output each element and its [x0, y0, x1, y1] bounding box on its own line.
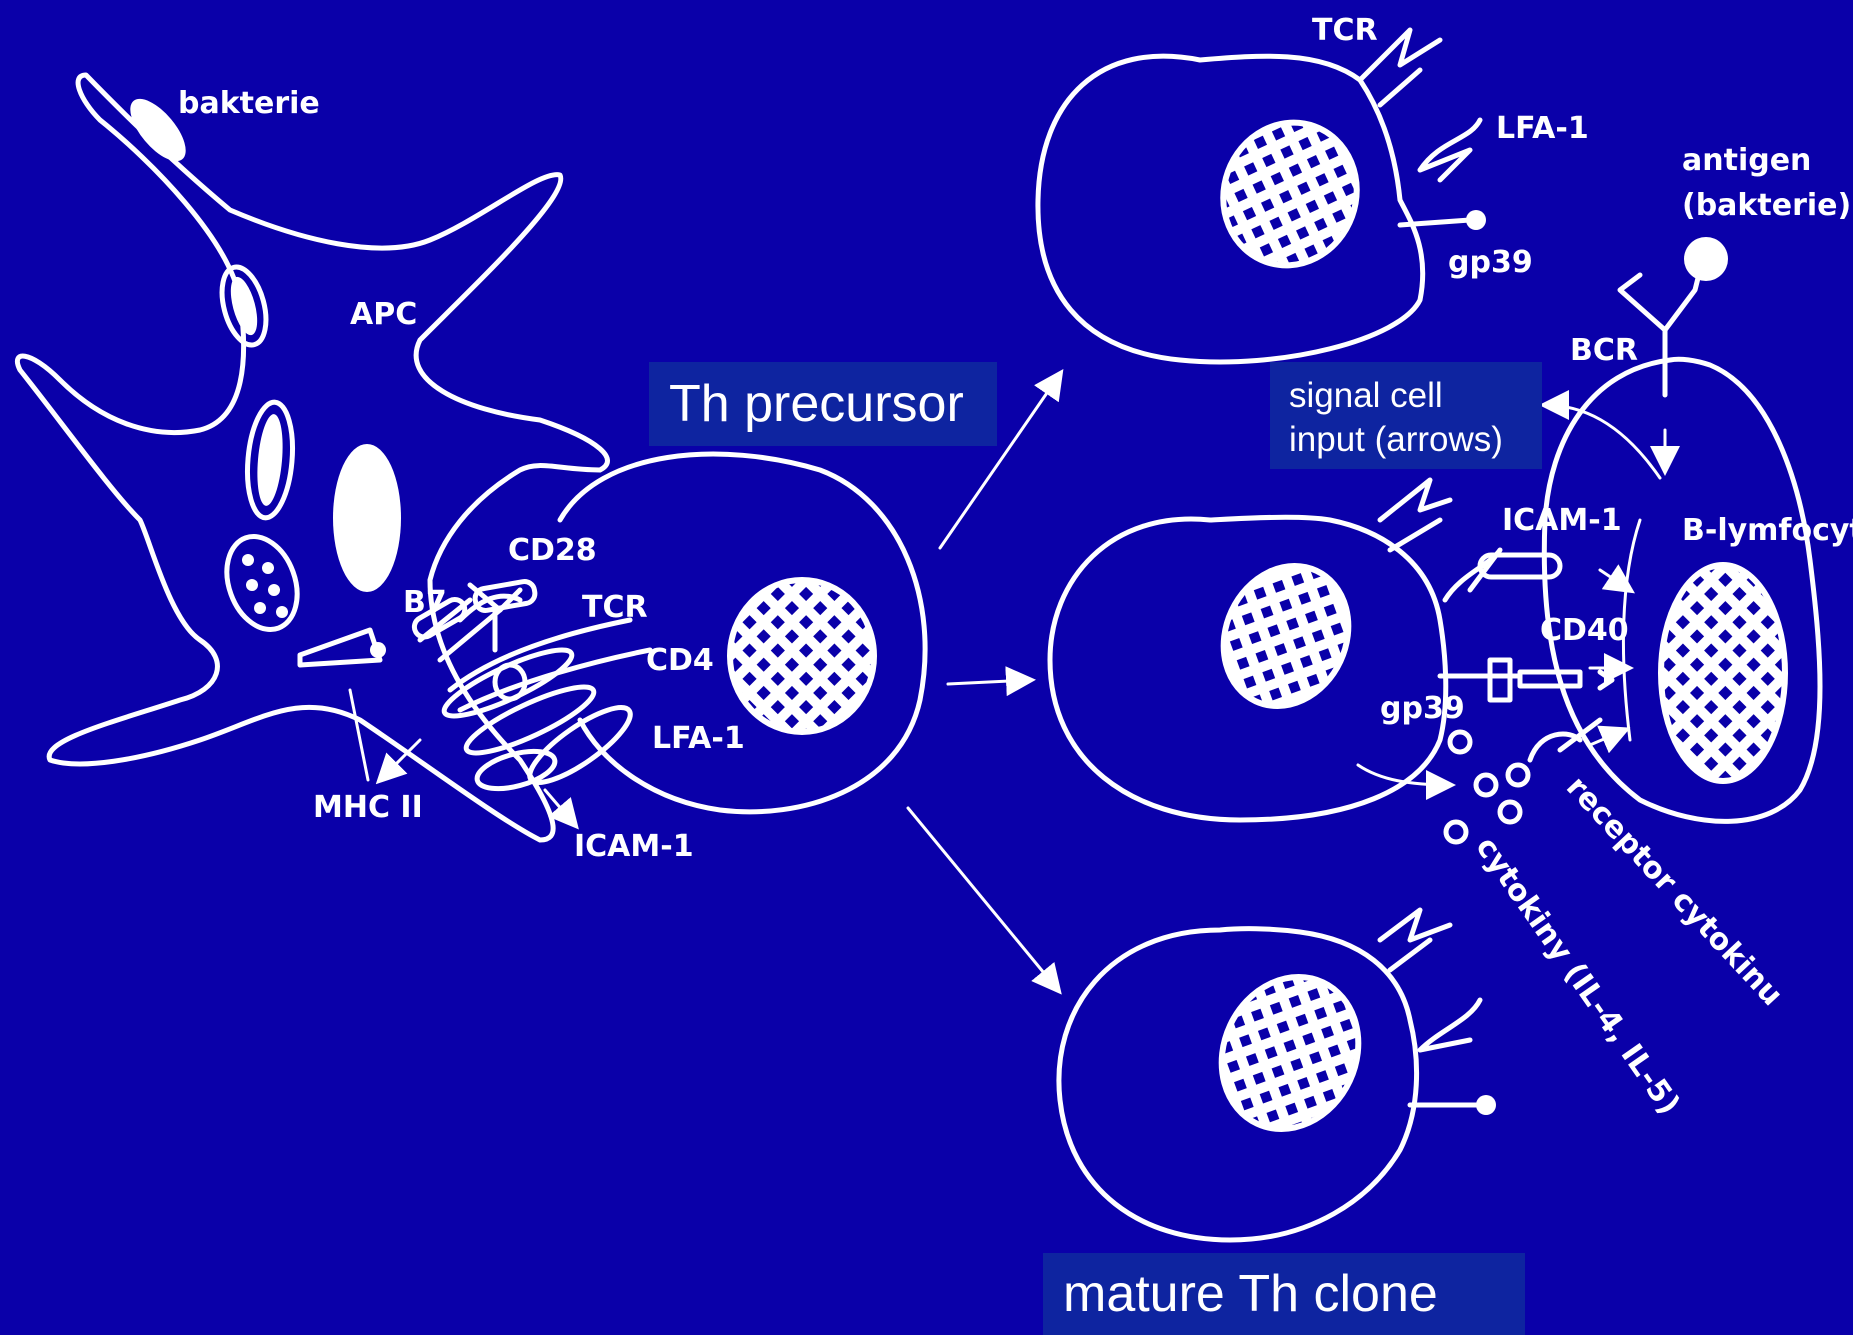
cytokine-dot — [1450, 732, 1470, 752]
label-b7: B7 — [403, 585, 447, 620]
peptide-dot — [254, 602, 266, 614]
middle-th-nucleus — [1201, 545, 1371, 726]
top-th-nucleus — [1203, 104, 1376, 284]
label-gp39-top: gp39 — [1448, 245, 1533, 280]
peptide-dot — [242, 554, 254, 566]
vesicle-2-inner — [254, 413, 286, 507]
arrow-to-bottom-cell — [908, 808, 1058, 990]
cytokine-dot — [1508, 765, 1528, 785]
signal-input-label: signal cell input (arrows) — [1270, 362, 1542, 469]
label-lfa1-left: LFA-1 — [652, 721, 745, 756]
cytokine-arrow — [1358, 765, 1450, 785]
label-bcr: BCR — [1570, 333, 1638, 368]
label-antigen: antigen — [1682, 143, 1811, 178]
b-lymphocyte-nucleus — [1661, 565, 1785, 781]
label-icam1-left: ICAM-1 — [574, 829, 694, 864]
th-precursor-label: Th precursor — [649, 362, 997, 446]
antigen-bacterium — [1684, 237, 1728, 281]
mature-th-clone-label: mature Th clone — [1043, 1253, 1525, 1335]
cytokine-dot — [1446, 822, 1466, 842]
cytokine-receptor-arrow — [1590, 730, 1625, 745]
label-antigen-bakterie: (bakterie) — [1682, 188, 1851, 223]
mhc-ii-peptide — [370, 642, 386, 658]
label-cd40: CD40 — [1540, 613, 1629, 648]
label-tcr-left: TCR — [582, 590, 648, 625]
arrow-to-middle-cell — [948, 680, 1030, 684]
apc-nucleus — [333, 444, 401, 592]
mature-th-nucleus — [1197, 954, 1383, 1151]
peptide-dot — [246, 579, 258, 591]
peptide-dot — [262, 562, 274, 574]
label-icam1-mid: ICAM-1 — [1502, 503, 1622, 538]
peptide-dot — [276, 606, 288, 618]
cytokine-dot — [1476, 775, 1496, 795]
label-b-lymfocyt: B-lymfocyt — [1682, 513, 1853, 548]
top-th-receptors — [1360, 30, 1486, 230]
apc-cell-outline — [17, 75, 607, 840]
peptide-dot — [268, 584, 280, 596]
label-cd28: CD28 — [508, 533, 597, 568]
mature-th-receptors — [1380, 910, 1496, 1115]
th-precursor-nucleus — [730, 580, 874, 732]
mhc-ii-vesicle-shape — [300, 630, 380, 665]
label-tcr-top: TCR — [1312, 13, 1378, 48]
label-lfa1-top: LFA-1 — [1496, 111, 1589, 146]
cytokine-dot — [1500, 802, 1520, 822]
label-bakterie: bakterie — [178, 86, 320, 121]
label-apc: APC — [350, 297, 417, 332]
label-cd4: CD4 — [646, 643, 714, 678]
label-mhc-ii: MHC II — [313, 790, 423, 825]
label-gp39-mid: gp39 — [1380, 691, 1465, 726]
vesicle-3 — [215, 527, 310, 640]
